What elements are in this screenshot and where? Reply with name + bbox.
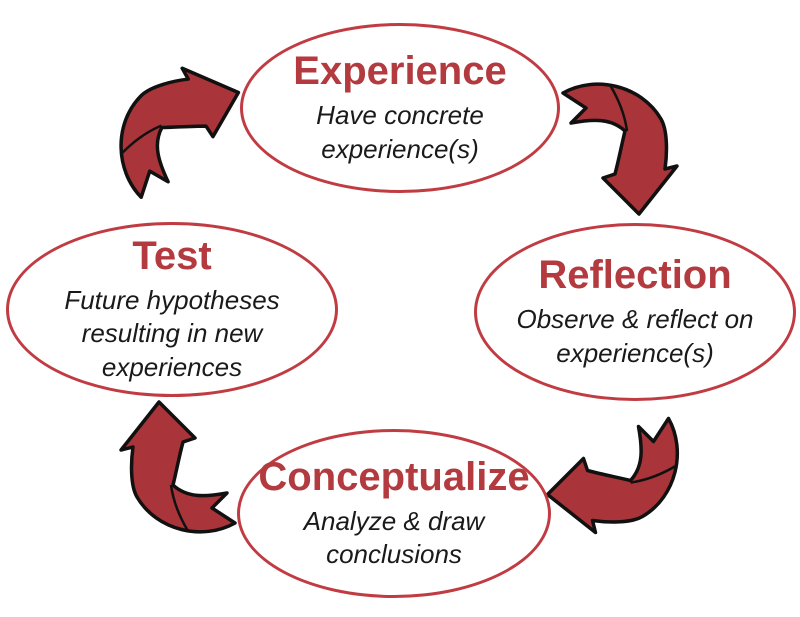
node-conceptualize-title: Conceptualize xyxy=(258,454,530,499)
arrow-experience-to-reflection xyxy=(553,71,688,221)
node-experience-subtitle: Have concrete experience(s) xyxy=(316,100,484,164)
arrow-reflection-to-conceptualize xyxy=(541,409,691,544)
arrow-conceptualize-to-test xyxy=(110,395,245,545)
node-conceptualize: Conceptualize Analyze & draw conclusions xyxy=(237,429,551,598)
arrow-test-to-experience xyxy=(88,43,268,212)
node-conceptualize-subtitle: Analyze & draw conclusions xyxy=(303,505,485,569)
node-reflection-subtitle: Observe & reflect on experience(s) xyxy=(516,304,754,368)
node-experience: Experience Have concrete experience(s) xyxy=(240,23,560,193)
node-reflection-title: Reflection xyxy=(538,253,732,298)
node-test-title: Test xyxy=(132,234,212,279)
node-reflection: Reflection Observe & reflect on experien… xyxy=(474,223,796,401)
node-test-subtitle: Future hypotheses resulting in new exper… xyxy=(64,285,280,382)
node-experience-title: Experience xyxy=(293,49,507,94)
node-test: Test Future hypotheses resulting in new … xyxy=(6,222,338,397)
